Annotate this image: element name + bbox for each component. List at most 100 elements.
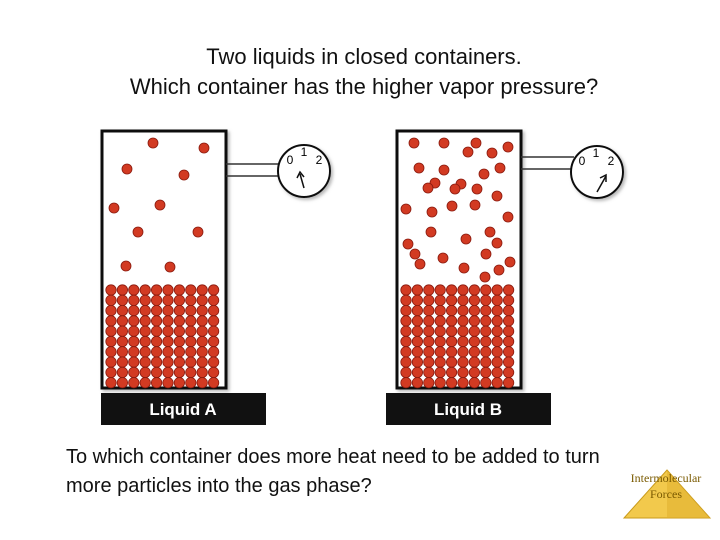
vapor-particle <box>409 138 419 148</box>
liquid-particle <box>163 357 173 367</box>
liquid-particle <box>208 285 218 295</box>
liquid-particle <box>424 336 434 346</box>
liquid-particle <box>435 285 445 295</box>
liquid-particle <box>503 378 513 388</box>
liquid-particle <box>446 347 456 357</box>
liquid-particle <box>151 357 161 367</box>
liquid-particle <box>117 285 127 295</box>
liquid-particle <box>446 295 456 305</box>
liquid-particle <box>469 305 479 315</box>
liquid-particle <box>481 305 491 315</box>
liquid-particle <box>174 378 184 388</box>
liquid-particle <box>129 367 139 377</box>
liquid-particle <box>446 336 456 346</box>
liquid-particle <box>412 367 422 377</box>
vapor-particle <box>439 165 449 175</box>
liquid-particle <box>186 295 196 305</box>
liquid-particle <box>163 305 173 315</box>
liquid-particle <box>163 326 173 336</box>
vapor-particle <box>414 163 424 173</box>
container-a: Liquid A 0 1 2 <box>101 131 330 425</box>
liquid-particle <box>106 316 116 326</box>
liquid-particle <box>401 347 411 357</box>
liquid-particle <box>106 285 116 295</box>
liquid-particle <box>469 326 479 336</box>
liquid-particle <box>446 367 456 377</box>
liquid-particle <box>106 336 116 346</box>
vapor-particle <box>495 163 505 173</box>
vapor-particle <box>155 200 165 210</box>
liquid-particle <box>503 326 513 336</box>
liquid-particle <box>208 367 218 377</box>
liquid-particle <box>129 336 139 346</box>
liquid-particle <box>140 305 150 315</box>
vapor-particle <box>403 239 413 249</box>
vapor-particle <box>415 259 425 269</box>
liquid-particle <box>458 347 468 357</box>
gauge-b-tick-2: 2 <box>608 154 615 168</box>
liquid-particle <box>412 305 422 315</box>
liquid-particle <box>424 326 434 336</box>
liquid-particle <box>412 347 422 357</box>
liquid-particle <box>129 285 139 295</box>
vapor-particle <box>109 203 119 213</box>
liquid-particle <box>174 285 184 295</box>
vapor-particle <box>199 143 209 153</box>
liquid-particle <box>106 378 116 388</box>
badge-line-1: Intermolecular <box>618 470 714 486</box>
vapor-particle <box>479 169 489 179</box>
liquid-particle <box>129 378 139 388</box>
pressure-gauge-b: 0 1 2 <box>571 146 623 198</box>
topic-badge-label: Intermolecular Forces <box>618 470 714 502</box>
liquid-particle <box>174 336 184 346</box>
liquid-particle <box>458 285 468 295</box>
vapor-particle <box>179 170 189 180</box>
liquid-particle <box>424 367 434 377</box>
liquid-particle <box>186 285 196 295</box>
liquid-particle <box>469 316 479 326</box>
liquid-particle <box>492 357 502 367</box>
liquid-particle <box>186 357 196 367</box>
vapor-particle <box>505 257 515 267</box>
liquid-particle <box>469 367 479 377</box>
liquid-particle <box>197 295 207 305</box>
liquid-particle <box>458 357 468 367</box>
vapor-particle <box>494 265 504 275</box>
liquid-particle <box>435 347 445 357</box>
liquid-particle <box>503 316 513 326</box>
pressure-gauge-a: 0 1 2 <box>278 145 330 197</box>
liquid-particle <box>117 295 127 305</box>
liquid-particle <box>174 347 184 357</box>
liquid-particle <box>435 305 445 315</box>
liquid-particle <box>481 316 491 326</box>
liquid-particle <box>458 367 468 377</box>
liquid-particle <box>197 347 207 357</box>
liquid-particle <box>129 357 139 367</box>
liquid-particle <box>412 357 422 367</box>
liquid-particle <box>492 285 502 295</box>
liquid-particle <box>424 316 434 326</box>
liquid-particle <box>174 305 184 315</box>
liquid-particle <box>117 326 127 336</box>
vapor-particle <box>459 263 469 273</box>
vapor-particle <box>503 212 513 222</box>
liquid-particle <box>163 285 173 295</box>
liquid-particle <box>140 347 150 357</box>
liquid-particle <box>492 326 502 336</box>
liquid-particle <box>151 347 161 357</box>
liquid-particle <box>492 316 502 326</box>
vapor-particle <box>439 138 449 148</box>
liquid-particle <box>481 378 491 388</box>
liquid-particle <box>106 305 116 315</box>
liquid-particle <box>424 357 434 367</box>
liquid-particle <box>503 285 513 295</box>
liquid-particle <box>446 378 456 388</box>
liquid-particle <box>401 357 411 367</box>
liquid-particle <box>163 316 173 326</box>
liquid-particle <box>401 316 411 326</box>
liquid-particle <box>106 347 116 357</box>
liquid-particle <box>481 357 491 367</box>
liquid-particle <box>106 326 116 336</box>
liquid-particle <box>424 305 434 315</box>
liquid-particle <box>412 336 422 346</box>
